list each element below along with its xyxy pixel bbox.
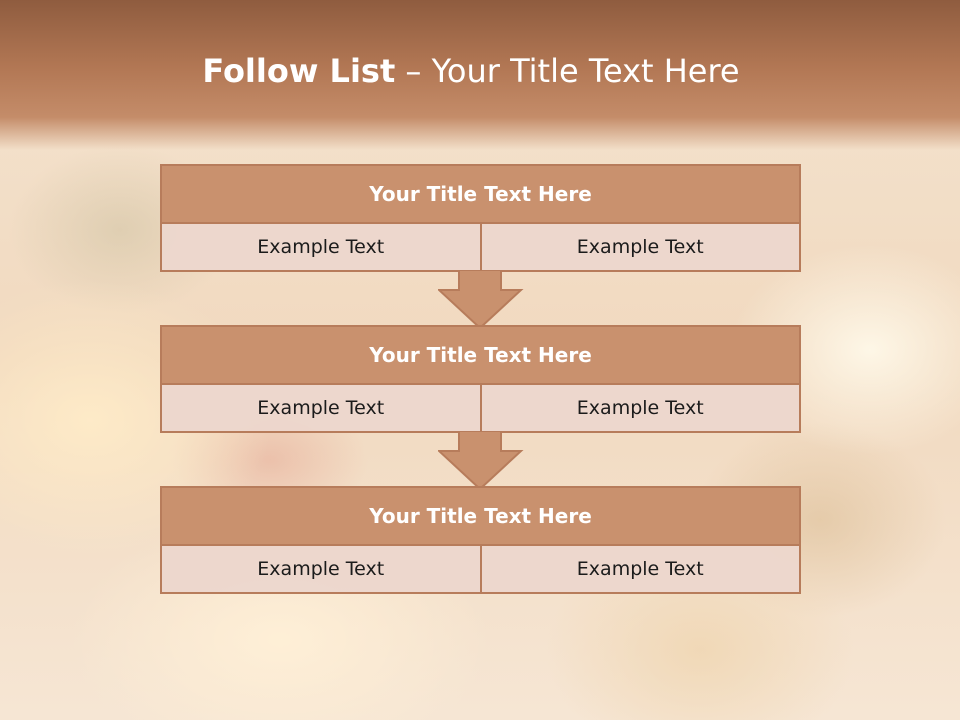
block-3-title[interactable]: Your Title Text Here (162, 488, 799, 546)
block-3-left-text[interactable]: Example Text (162, 546, 482, 592)
block-1-left-text[interactable]: Example Text (162, 224, 482, 270)
header-band (0, 0, 960, 150)
block-2-title[interactable]: Your Title Text Here (162, 327, 799, 385)
list-block-2[interactable]: Your Title Text Here Example Text Exampl… (160, 325, 801, 433)
block-3-row: Example Text Example Text (162, 546, 799, 592)
block-3-right-text[interactable]: Example Text (481, 546, 799, 592)
block-2-row: Example Text Example Text (162, 385, 799, 431)
down-arrow-icon-2 (438, 431, 524, 491)
down-arrow-icon-1 (438, 270, 524, 330)
slide-title-bold: Follow List (202, 52, 396, 90)
list-block-1[interactable]: Your Title Text Here Example Text Exampl… (160, 164, 801, 272)
block-2-left-text[interactable]: Example Text (162, 385, 482, 431)
slide-title: Follow List – Your Title Text Here (0, 52, 942, 90)
slide-title-rest: – Your Title Text Here (395, 52, 740, 90)
block-1-right-text[interactable]: Example Text (481, 224, 799, 270)
block-1-row: Example Text Example Text (162, 224, 799, 270)
list-block-3[interactable]: Your Title Text Here Example Text Exampl… (160, 486, 801, 594)
block-1-title[interactable]: Your Title Text Here (162, 166, 799, 224)
block-2-right-text[interactable]: Example Text (481, 385, 799, 431)
